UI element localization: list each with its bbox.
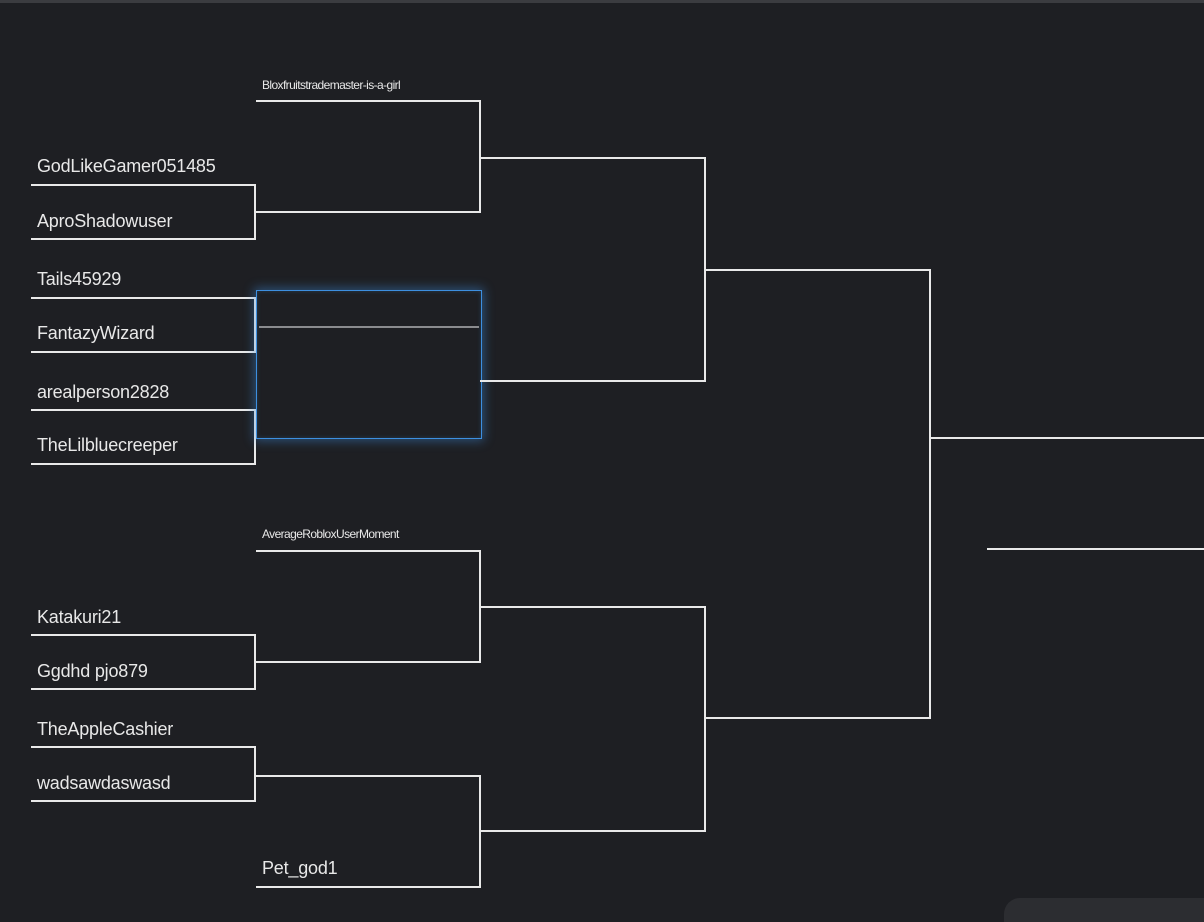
slot-line <box>31 634 256 636</box>
bottom-right-panel-edge <box>1004 898 1204 922</box>
third-place-slot-line <box>987 548 1204 550</box>
slot-line <box>31 238 256 240</box>
player-name-godlikegamer051485[interactable]: GodLikeGamer051485 <box>37 156 216 176</box>
player-name-arealperson2828[interactable]: arealperson2828 <box>37 382 170 402</box>
match-divider <box>259 326 479 328</box>
player-name-thelilbluecreeper[interactable]: TheLilbluecreeper <box>37 435 178 455</box>
player-name-ggdhd-pjo879[interactable]: Ggdhd pjo879 <box>37 661 148 681</box>
slot-line <box>256 661 481 663</box>
connector-line <box>254 297 256 353</box>
connector-line <box>479 550 481 663</box>
connector-line <box>929 269 931 719</box>
connector-line <box>254 409 256 465</box>
slot-line <box>31 351 256 353</box>
slot-line <box>31 297 256 299</box>
slot-line <box>481 380 706 382</box>
slot-line <box>481 157 706 159</box>
slot-line <box>481 830 706 832</box>
player-name-pet-god1[interactable]: Pet_god1 <box>262 858 338 878</box>
slot-line <box>256 775 481 777</box>
player-name-wadsawdaswasd[interactable]: wadsawdaswasd <box>37 773 171 793</box>
slot-line <box>31 463 256 465</box>
connector-line <box>704 606 706 832</box>
slot-line <box>31 800 256 802</box>
player-name-tails45929[interactable]: Tails45929 <box>37 269 122 289</box>
connector-line <box>704 157 706 382</box>
slot-line <box>256 550 481 552</box>
slot-line <box>480 380 481 382</box>
connector-line <box>254 634 256 690</box>
connector-line <box>254 184 256 240</box>
player-name-katakuri21[interactable]: Katakuri21 <box>37 607 122 627</box>
slot-line <box>256 100 481 102</box>
slot-line <box>31 746 256 748</box>
slot-line <box>31 184 256 186</box>
slot-line <box>706 717 931 719</box>
connector-line <box>479 100 481 213</box>
player-name-theapplecashier[interactable]: TheAppleCashier <box>37 719 174 739</box>
player-name-averagerobloxusermoment[interactable]: AverageRobloxUserMoment <box>262 527 399 541</box>
final-slot-line <box>931 437 1204 439</box>
slot-line <box>31 409 256 411</box>
slot-line <box>706 269 931 271</box>
slot-line <box>256 886 481 888</box>
player-name-bloxfruitstrademaster[interactable]: Bloxfruitstrademaster-is-a-girl <box>262 78 401 92</box>
selected-match-box[interactable] <box>256 290 482 439</box>
connector-line <box>254 746 256 802</box>
slot-line <box>31 688 256 690</box>
connector-line <box>479 775 481 888</box>
player-name-aproshadowuser[interactable]: AproShadowuser <box>37 211 173 231</box>
slot-line <box>256 211 481 213</box>
slot-line <box>481 606 706 608</box>
window-top-border <box>0 0 1204 3</box>
player-name-fantazywizard[interactable]: FantazyWizard <box>37 323 155 343</box>
